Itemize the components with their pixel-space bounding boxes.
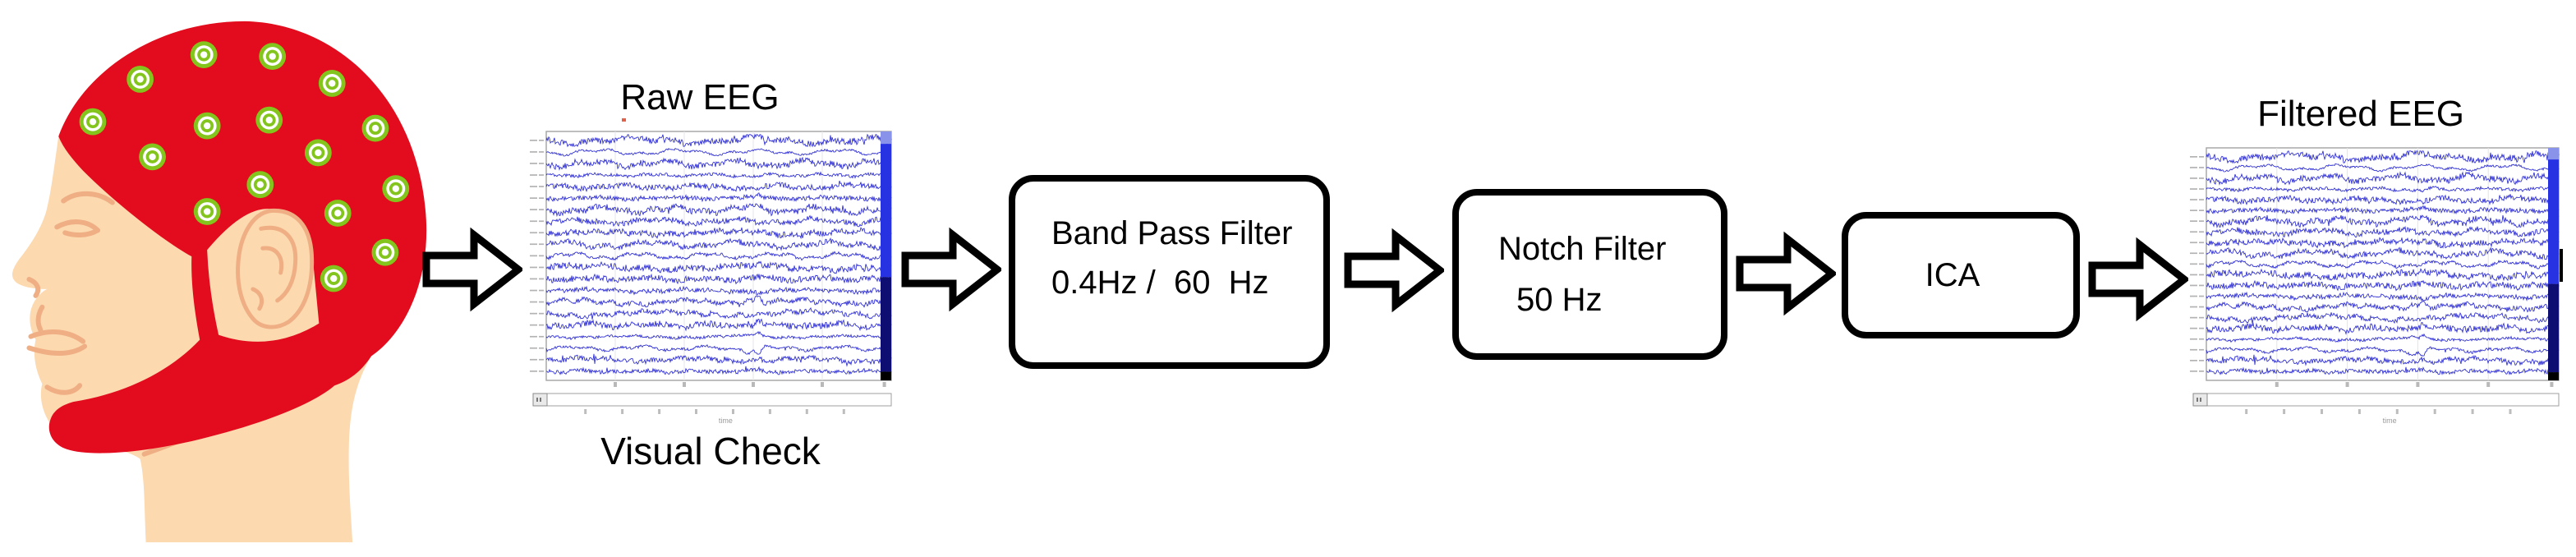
bandpass-filter-range: 0.4Hz / 60 Hz <box>1051 265 1269 301</box>
raw-eeg-title: Raw EEG <box>620 77 780 117</box>
visual-check-label: Visual Check <box>600 430 821 472</box>
notch-filter-label: Notch Filter <box>1498 231 1667 267</box>
flow-arrow-icon <box>2088 237 2188 322</box>
window-edge-mark <box>2560 249 2563 282</box>
svg-text:time: time <box>719 417 733 425</box>
notch-filter-box: Notch Filter 50 Hz <box>1452 189 1727 360</box>
filtered-eeg-title: Filtered EEG <box>2257 94 2464 134</box>
ica-label: ICA <box>1925 257 1980 293</box>
flow-arrow-icon <box>901 227 1001 312</box>
flow-arrow-icon <box>1344 228 1444 313</box>
bandpass-filter-label: Band Pass Filter <box>1051 215 1293 251</box>
flow-arrow-icon <box>422 227 522 312</box>
ear <box>236 209 315 329</box>
flow-arrow-icon <box>1736 231 1836 316</box>
eeg-cap-head-illustration <box>12 21 427 543</box>
red-speck <box>622 118 626 122</box>
eeg-cap <box>48 21 427 453</box>
svg-text:time: time <box>2383 417 2397 425</box>
filtered-eeg-plot: time <box>2190 147 2560 425</box>
bandpass-filter-box: Band Pass Filter 0.4Hz / 60 Hz <box>1009 175 1330 369</box>
notch-filter-frequency: 50 Hz <box>1516 282 1603 318</box>
raw-eeg-plot: time <box>530 131 892 425</box>
ica-box: ICA <box>1842 212 2080 338</box>
electrode-icons <box>79 41 410 292</box>
